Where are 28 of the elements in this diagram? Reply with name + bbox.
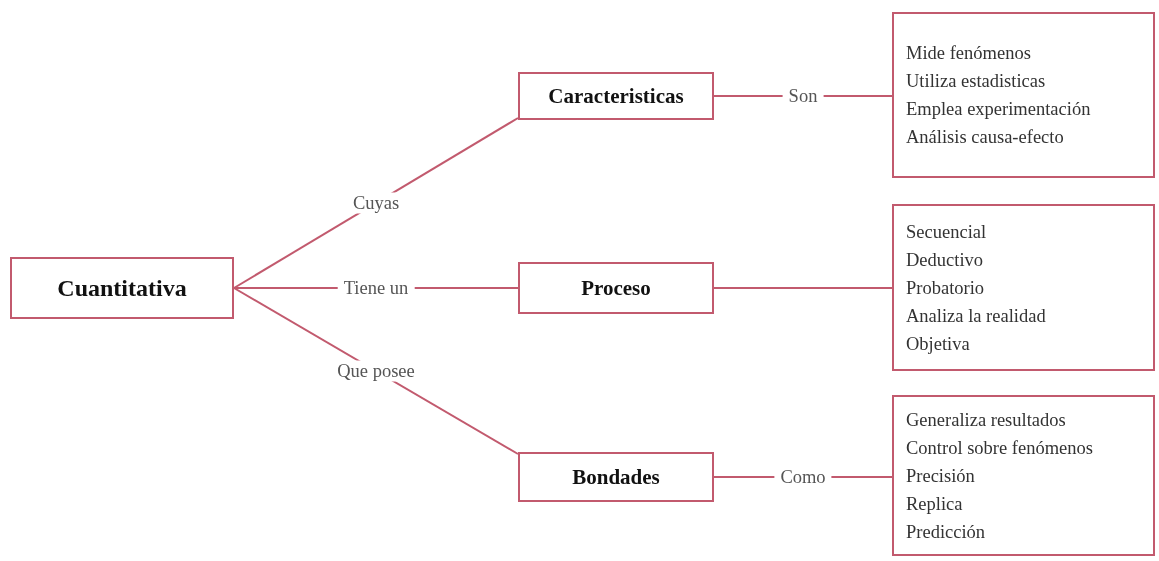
list-item: Precisión xyxy=(906,464,976,488)
list-box xyxy=(892,395,1155,556)
list-item: Predicción xyxy=(906,520,987,544)
concept-title: Cuantitativa xyxy=(57,274,187,302)
concept-box xyxy=(518,72,714,120)
list-box xyxy=(892,12,1155,178)
list-item: Analiza la realidad xyxy=(906,304,1047,328)
list-item: Replica xyxy=(906,492,964,516)
list-item: Objetiva xyxy=(906,332,971,356)
connector-line xyxy=(713,287,893,289)
list-item: Mide fenómenos xyxy=(906,42,1032,65)
list-item: Control sobre fenómenos xyxy=(906,436,1095,460)
concept-title: Bondades xyxy=(572,464,660,490)
concept-title: Proceso xyxy=(581,275,651,301)
concept-box xyxy=(10,257,234,319)
list-item: Emplea experimentación xyxy=(906,98,1092,121)
list-item: Secuencial xyxy=(906,220,988,244)
concept-title: Caracteristicas xyxy=(548,83,684,109)
list-item: Generaliza resultados xyxy=(906,408,1067,432)
list-box xyxy=(892,204,1155,371)
list-item: Probatorio xyxy=(906,276,986,300)
concept-box xyxy=(518,262,714,314)
list-item: Utiliza estadisticas xyxy=(906,70,1047,93)
list-item: Deductivo xyxy=(906,248,985,272)
list-item: Análisis causa-efecto xyxy=(906,126,1065,149)
connector-line xyxy=(233,117,519,289)
connector-line xyxy=(233,287,519,455)
concept-box xyxy=(518,452,714,502)
